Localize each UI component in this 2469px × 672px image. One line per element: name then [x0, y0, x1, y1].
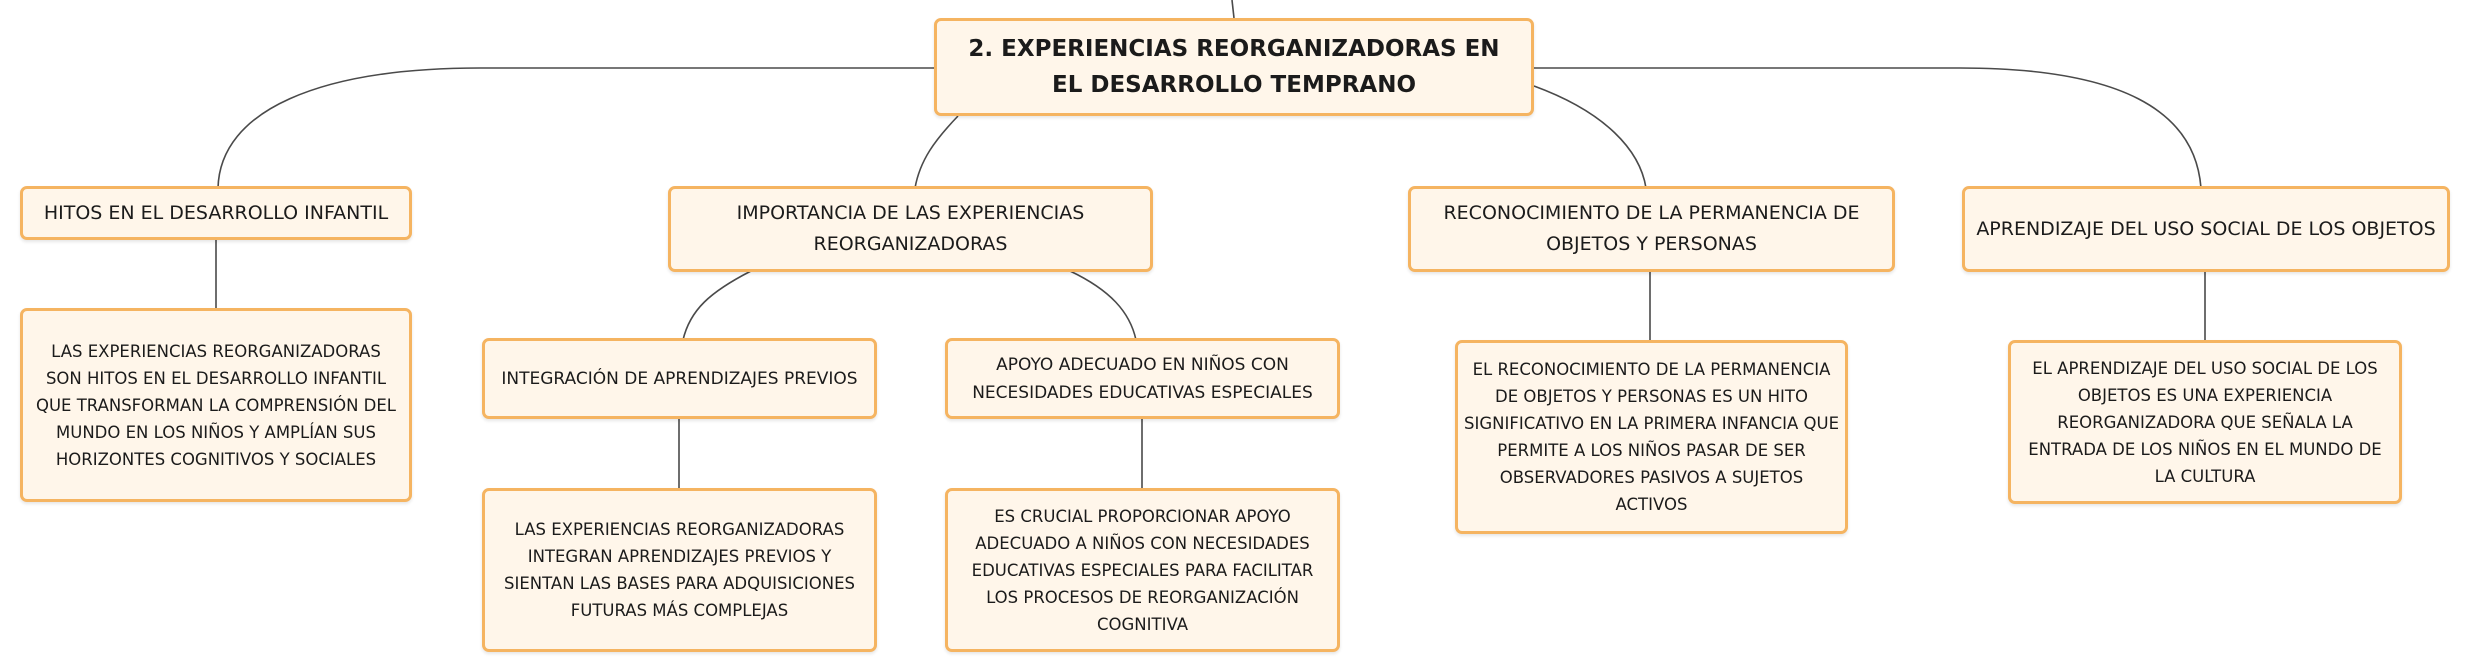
- connector-importancia-to-apoyo: [1069, 270, 1137, 341]
- topic-hitos[interactable]: HITOS EN EL DESARROLLO INFANTIL: [20, 186, 412, 240]
- connector-root-to-permanencia: [1533, 85, 1647, 189]
- connector-root-to-importancia: [914, 115, 959, 189]
- root-node-label: 2. EXPERIENCIAS REORGANIZADORAS EN EL DE…: [968, 36, 1500, 98]
- connector-root-to-hitos: [217, 67, 936, 189]
- subtopic-integracion-label: INTEGRACIÓN DE APRENDIZAJES PREVIOS: [501, 368, 858, 389]
- detail-hitos-text: LAS EXPERIENCIAS REORGANIZADORAS SON HIT…: [35, 341, 397, 469]
- detail-hitos[interactable]: LAS EXPERIENCIAS REORGANIZADORAS SON HIT…: [20, 308, 412, 502]
- subtopic-apoyo-label: APOYO ADECUADO EN NIÑOS CON NECESIDADES …: [972, 354, 1313, 403]
- subtopic-integracion[interactable]: INTEGRACIÓN DE APRENDIZAJES PREVIOS: [482, 338, 877, 419]
- subtopic-apoyo[interactable]: APOYO ADECUADO EN NIÑOS CON NECESIDADES …: [945, 338, 1340, 419]
- connector-root-parent: [1231, 0, 1235, 19]
- detail-aprendizaje-text: EL APRENDIZAJE DEL USO SOCIAL DE LOS OBJ…: [2028, 358, 2382, 486]
- detail-permanencia-text: EL RECONOCIMIENTO DE LA PERMANENCIA DE O…: [1464, 360, 1840, 514]
- topic-permanencia-label: RECONOCIMIENTO DE LA PERMANENCIA DE OBJE…: [1443, 202, 1860, 255]
- topic-importancia-label: IMPORTANCIA DE LAS EXPERIENCIAS REORGANI…: [736, 202, 1085, 255]
- topic-aprendizaje[interactable]: APRENDIZAJE DEL USO SOCIAL DE LOS OBJETO…: [1962, 186, 2450, 272]
- detail-integracion[interactable]: LAS EXPERIENCIAS REORGANIZADORAS INTEGRA…: [482, 488, 877, 652]
- detail-integracion-text: LAS EXPERIENCIAS REORGANIZADORAS INTEGRA…: [504, 520, 855, 620]
- topic-hitos-label: HITOS EN EL DESARROLLO INFANTIL: [43, 201, 389, 224]
- detail-apoyo[interactable]: ES CRUCIAL PROPORCIONAR APOYO ADECUADO A…: [945, 488, 1340, 652]
- connector-importancia-to-integracion: [682, 270, 752, 341]
- detail-apoyo-text: ES CRUCIAL PROPORCIONAR APOYO ADECUADO A…: [971, 506, 1314, 634]
- topic-permanencia[interactable]: RECONOCIMIENTO DE LA PERMANENCIA DE OBJE…: [1408, 186, 1895, 272]
- connector-root-to-aprendizaje: [1532, 67, 2202, 189]
- detail-aprendizaje[interactable]: EL APRENDIZAJE DEL USO SOCIAL DE LOS OBJ…: [2008, 340, 2402, 504]
- detail-permanencia[interactable]: EL RECONOCIMIENTO DE LA PERMANENCIA DE O…: [1455, 340, 1848, 534]
- topic-aprendizaje-label: APRENDIZAJE DEL USO SOCIAL DE LOS OBJETO…: [1976, 217, 2436, 240]
- root-node[interactable]: 2. EXPERIENCIAS REORGANIZADORAS EN EL DE…: [934, 18, 1534, 116]
- topic-importancia[interactable]: IMPORTANCIA DE LAS EXPERIENCIAS REORGANI…: [668, 186, 1153, 272]
